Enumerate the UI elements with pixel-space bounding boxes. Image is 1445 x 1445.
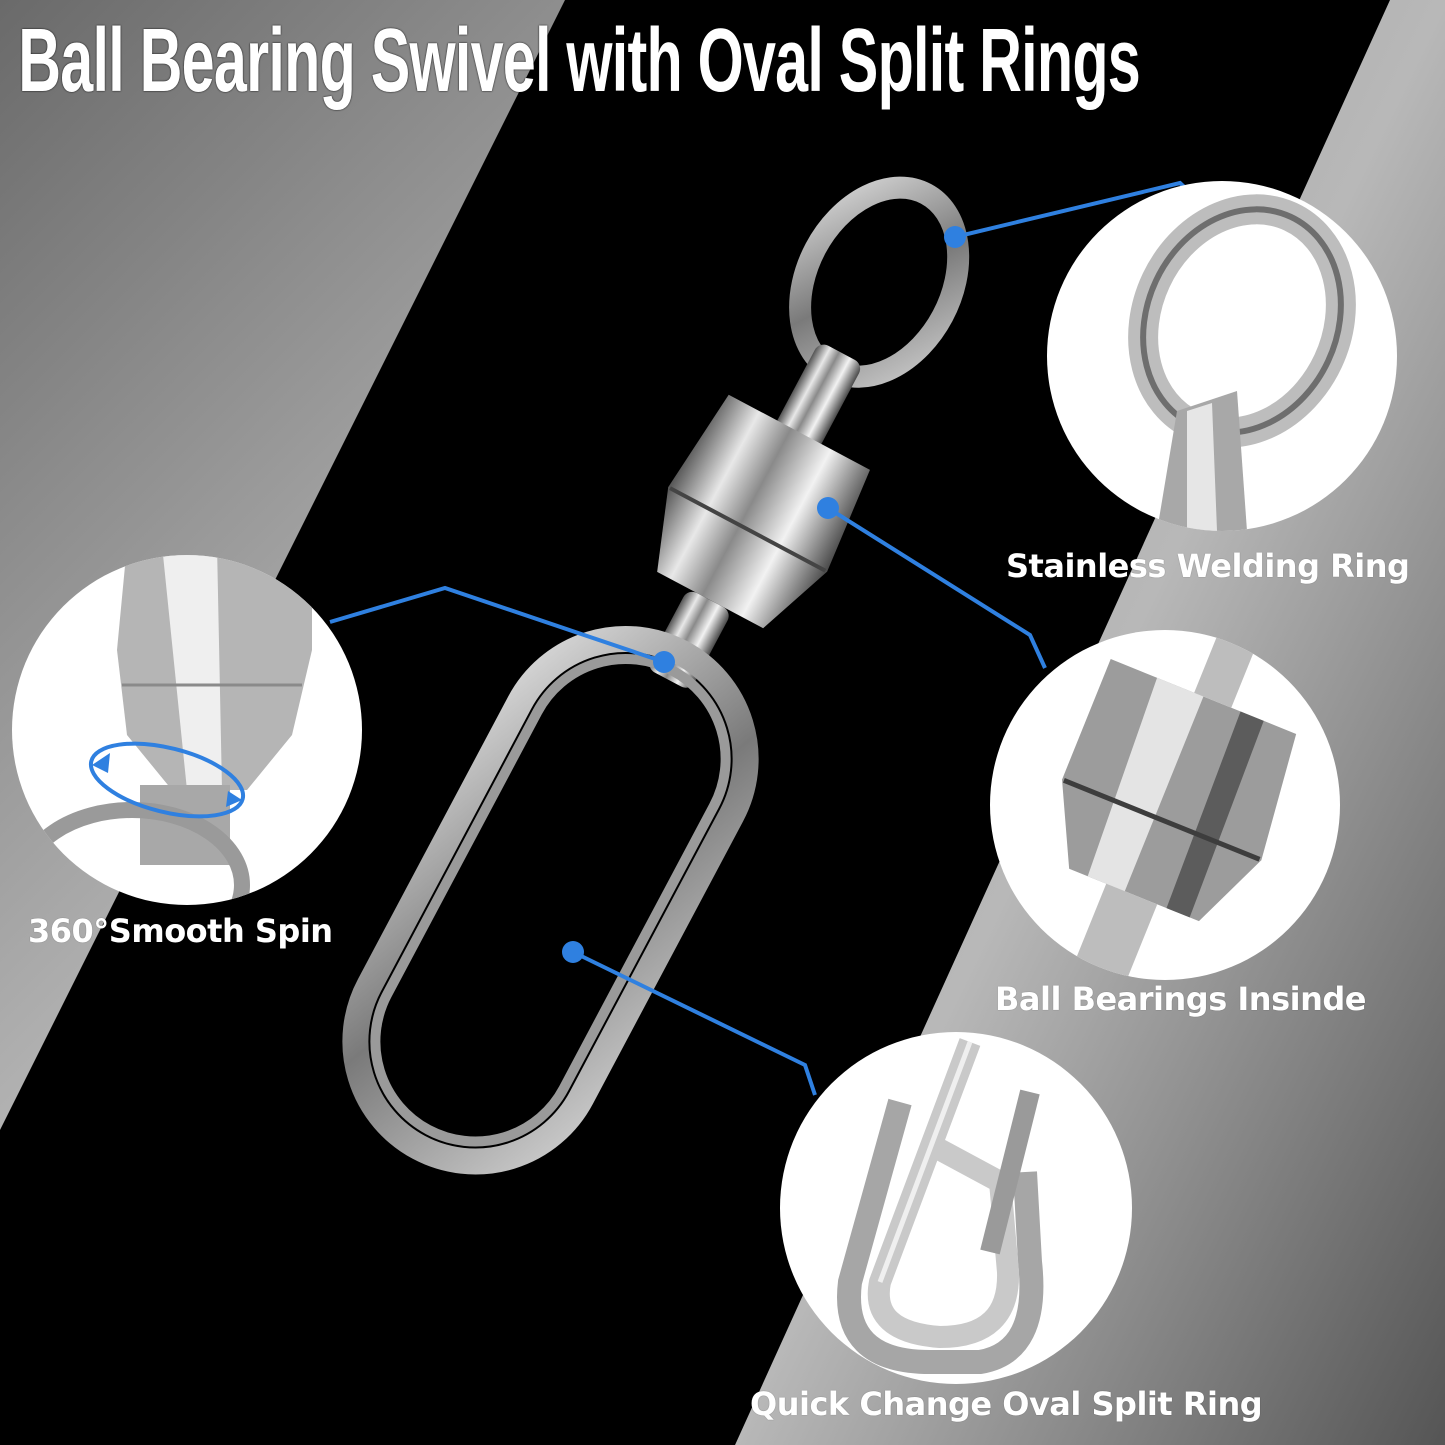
page-title: Ball Bearing Swivel with Oval Split Ring… [18, 9, 1141, 111]
callout-label-split-ring: Quick Change Oval Split Ring [750, 1385, 1263, 1423]
callout-label-smooth-spin: 360°Smooth Spin [28, 912, 333, 950]
detail-circle-ball-bearings [990, 630, 1340, 980]
callout-label-ball-bearings: Ball Bearings Insinde [995, 980, 1366, 1018]
detail-circle-smooth-spin [12, 555, 362, 905]
detail-circle-split-ring [780, 1032, 1132, 1384]
rotate-arrow-icon [92, 753, 110, 773]
callout-label-welding-ring: Stainless Welding Ring [1006, 547, 1410, 585]
detail-circle-welding-ring [1047, 181, 1397, 531]
callout-dots [562, 226, 966, 963]
